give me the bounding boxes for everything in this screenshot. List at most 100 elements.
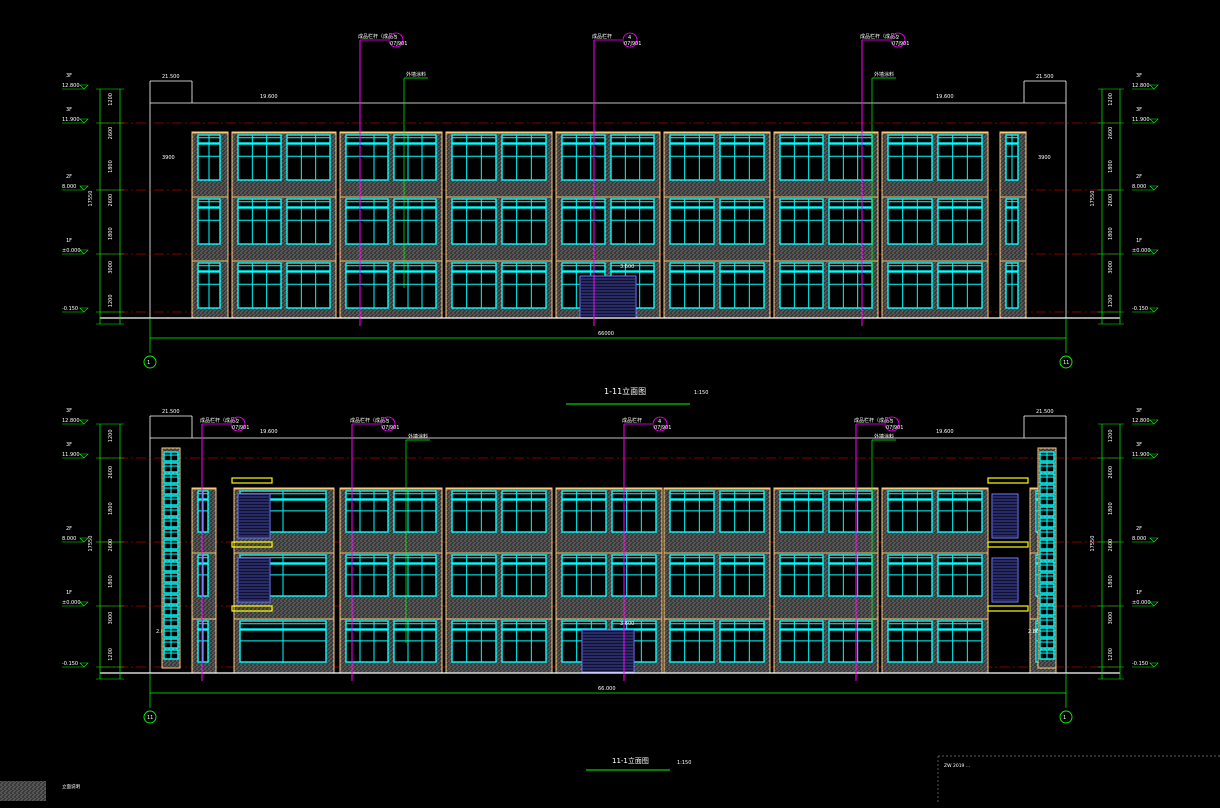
- window-frame: [887, 134, 933, 144]
- total-width-dimension: 66.000: [598, 686, 616, 692]
- window: [345, 207, 389, 245]
- window: [937, 143, 983, 181]
- window-frame: [611, 554, 657, 564]
- window: [163, 616, 179, 627]
- callout-bubble: [890, 32, 906, 48]
- window: [611, 490, 657, 500]
- window-frame: [719, 198, 765, 208]
- window-frame: [669, 271, 715, 309]
- canopy-elevation: 2.800: [1028, 629, 1042, 635]
- storey-dimension: 1800: [108, 227, 114, 240]
- window-frame: [887, 620, 933, 630]
- window-frame: [887, 198, 933, 208]
- window: [286, 198, 331, 208]
- window-frame: [451, 629, 497, 663]
- window: [610, 198, 655, 208]
- window-frame: [286, 134, 331, 144]
- window-frame: [887, 554, 933, 564]
- level-elevation: 8.000: [1132, 536, 1146, 542]
- storey-dimension: 2600: [1108, 127, 1114, 140]
- storey-dimension: 1200: [108, 294, 114, 307]
- window-frame: [779, 262, 824, 272]
- level-triangle: [1149, 601, 1159, 607]
- window: [1039, 462, 1055, 473]
- window: [719, 198, 765, 208]
- callout-sub: 07J901: [624, 41, 641, 47]
- window: [1005, 134, 1019, 144]
- window: [610, 207, 655, 245]
- window-frame: [451, 271, 497, 309]
- window: [719, 271, 765, 309]
- window: [1005, 262, 1019, 272]
- window: [561, 134, 606, 144]
- storey-dimension: 1800: [1108, 227, 1114, 240]
- window-frame: [779, 271, 824, 309]
- callout-ref: 2: [236, 419, 239, 425]
- callout-ref: 3: [890, 419, 893, 425]
- window: [286, 134, 331, 144]
- window: [669, 143, 715, 181]
- window: [779, 271, 824, 309]
- window-frame: [451, 490, 497, 500]
- window-frame: [779, 207, 824, 245]
- window-frame: [779, 198, 824, 208]
- window-frame: [561, 198, 606, 208]
- window-frame: [887, 262, 933, 272]
- level-elevation: 12.800: [1132, 83, 1150, 89]
- window: [779, 490, 824, 500]
- storey-dimension: 1200: [1108, 93, 1114, 106]
- window: [1039, 583, 1055, 594]
- window-frame: [719, 554, 765, 564]
- window-frame: [393, 629, 437, 663]
- window-frame: [393, 271, 437, 309]
- note-text: 外墙涂料: [874, 433, 894, 440]
- level-elevation: -0.150: [1132, 306, 1148, 312]
- callout-sub: 07J901: [382, 425, 399, 431]
- window-frame: [345, 262, 389, 272]
- window-frame: [345, 563, 389, 597]
- window: [197, 198, 221, 208]
- window-frame: [345, 143, 389, 181]
- callout-sub: 07J901: [892, 41, 909, 47]
- level-elevation: 12.800: [62, 418, 80, 424]
- window: [501, 499, 547, 533]
- window-frame: [610, 143, 655, 181]
- window: [393, 490, 437, 500]
- title-block-text: ZW 2019 ...: [944, 763, 970, 769]
- axis-marker: [143, 355, 157, 369]
- window-frame: [828, 134, 873, 144]
- window: [451, 554, 497, 564]
- level-floor-label: 3F: [1136, 408, 1142, 414]
- level-triangle: [1149, 185, 1159, 191]
- level-floor-label: 1F: [1136, 238, 1142, 244]
- window: [237, 143, 282, 181]
- window: [237, 134, 282, 144]
- window: [345, 554, 389, 564]
- window-frame: [286, 207, 331, 245]
- callout-text: 成品栏杆（成品）: [854, 417, 894, 424]
- level-triangle: [79, 185, 89, 191]
- window-frame: [345, 490, 389, 500]
- level-elevation: 11.900: [1132, 452, 1150, 458]
- level-triangle: [1149, 662, 1159, 668]
- window-frame: [887, 490, 933, 500]
- window: [719, 207, 765, 245]
- window: [163, 550, 179, 561]
- storey-dimension: 2600: [1108, 466, 1114, 479]
- window-frame: [779, 554, 824, 564]
- window: [887, 499, 933, 533]
- window-frame: [345, 207, 389, 245]
- window: [779, 198, 824, 208]
- storey-dimension: 2600: [108, 539, 114, 552]
- level-triangle: [1149, 453, 1159, 459]
- window-frame: [345, 271, 389, 309]
- level-triangle: [79, 537, 89, 543]
- level-elevation: -0.150: [62, 661, 78, 667]
